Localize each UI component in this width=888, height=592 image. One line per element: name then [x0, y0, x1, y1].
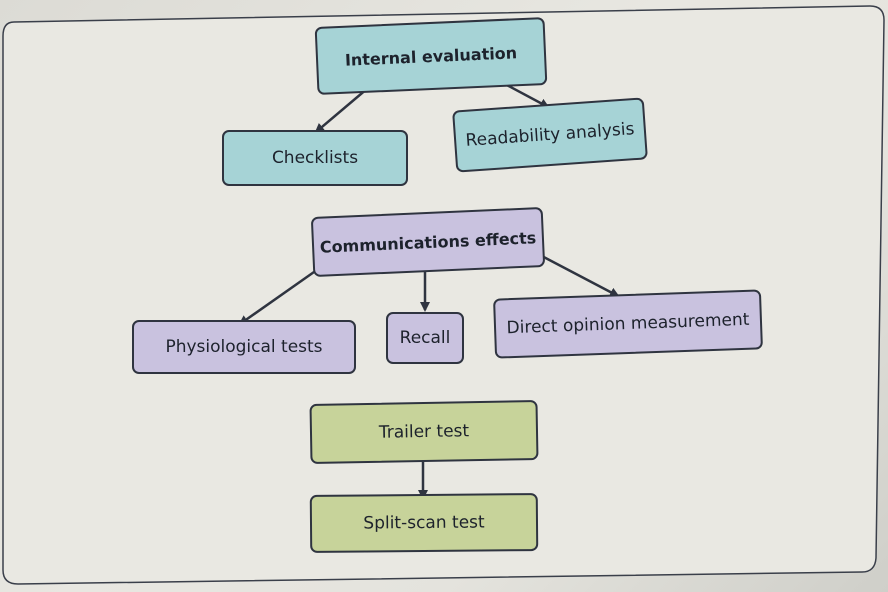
arrow-communications-to-physiological: [238, 270, 315, 326]
node-checklists: Checklists: [222, 130, 408, 186]
arrow-communications-to-direct-opinion: [537, 252, 620, 298]
node-direct-opinion-measurement: Direct opinion measurement: [493, 289, 763, 359]
node-trailer-test: Trailer test: [309, 400, 539, 464]
node-communications-effects: Communications effects: [310, 206, 546, 278]
node-recall: Recall: [386, 312, 464, 364]
arrow-internal-to-checklists: [314, 87, 369, 134]
node-internal-evaluation: Internal evaluation: [314, 17, 548, 95]
node-physiological-tests: Physiological tests: [132, 320, 356, 374]
node-split-scan-test: Split-scan test: [309, 493, 539, 553]
